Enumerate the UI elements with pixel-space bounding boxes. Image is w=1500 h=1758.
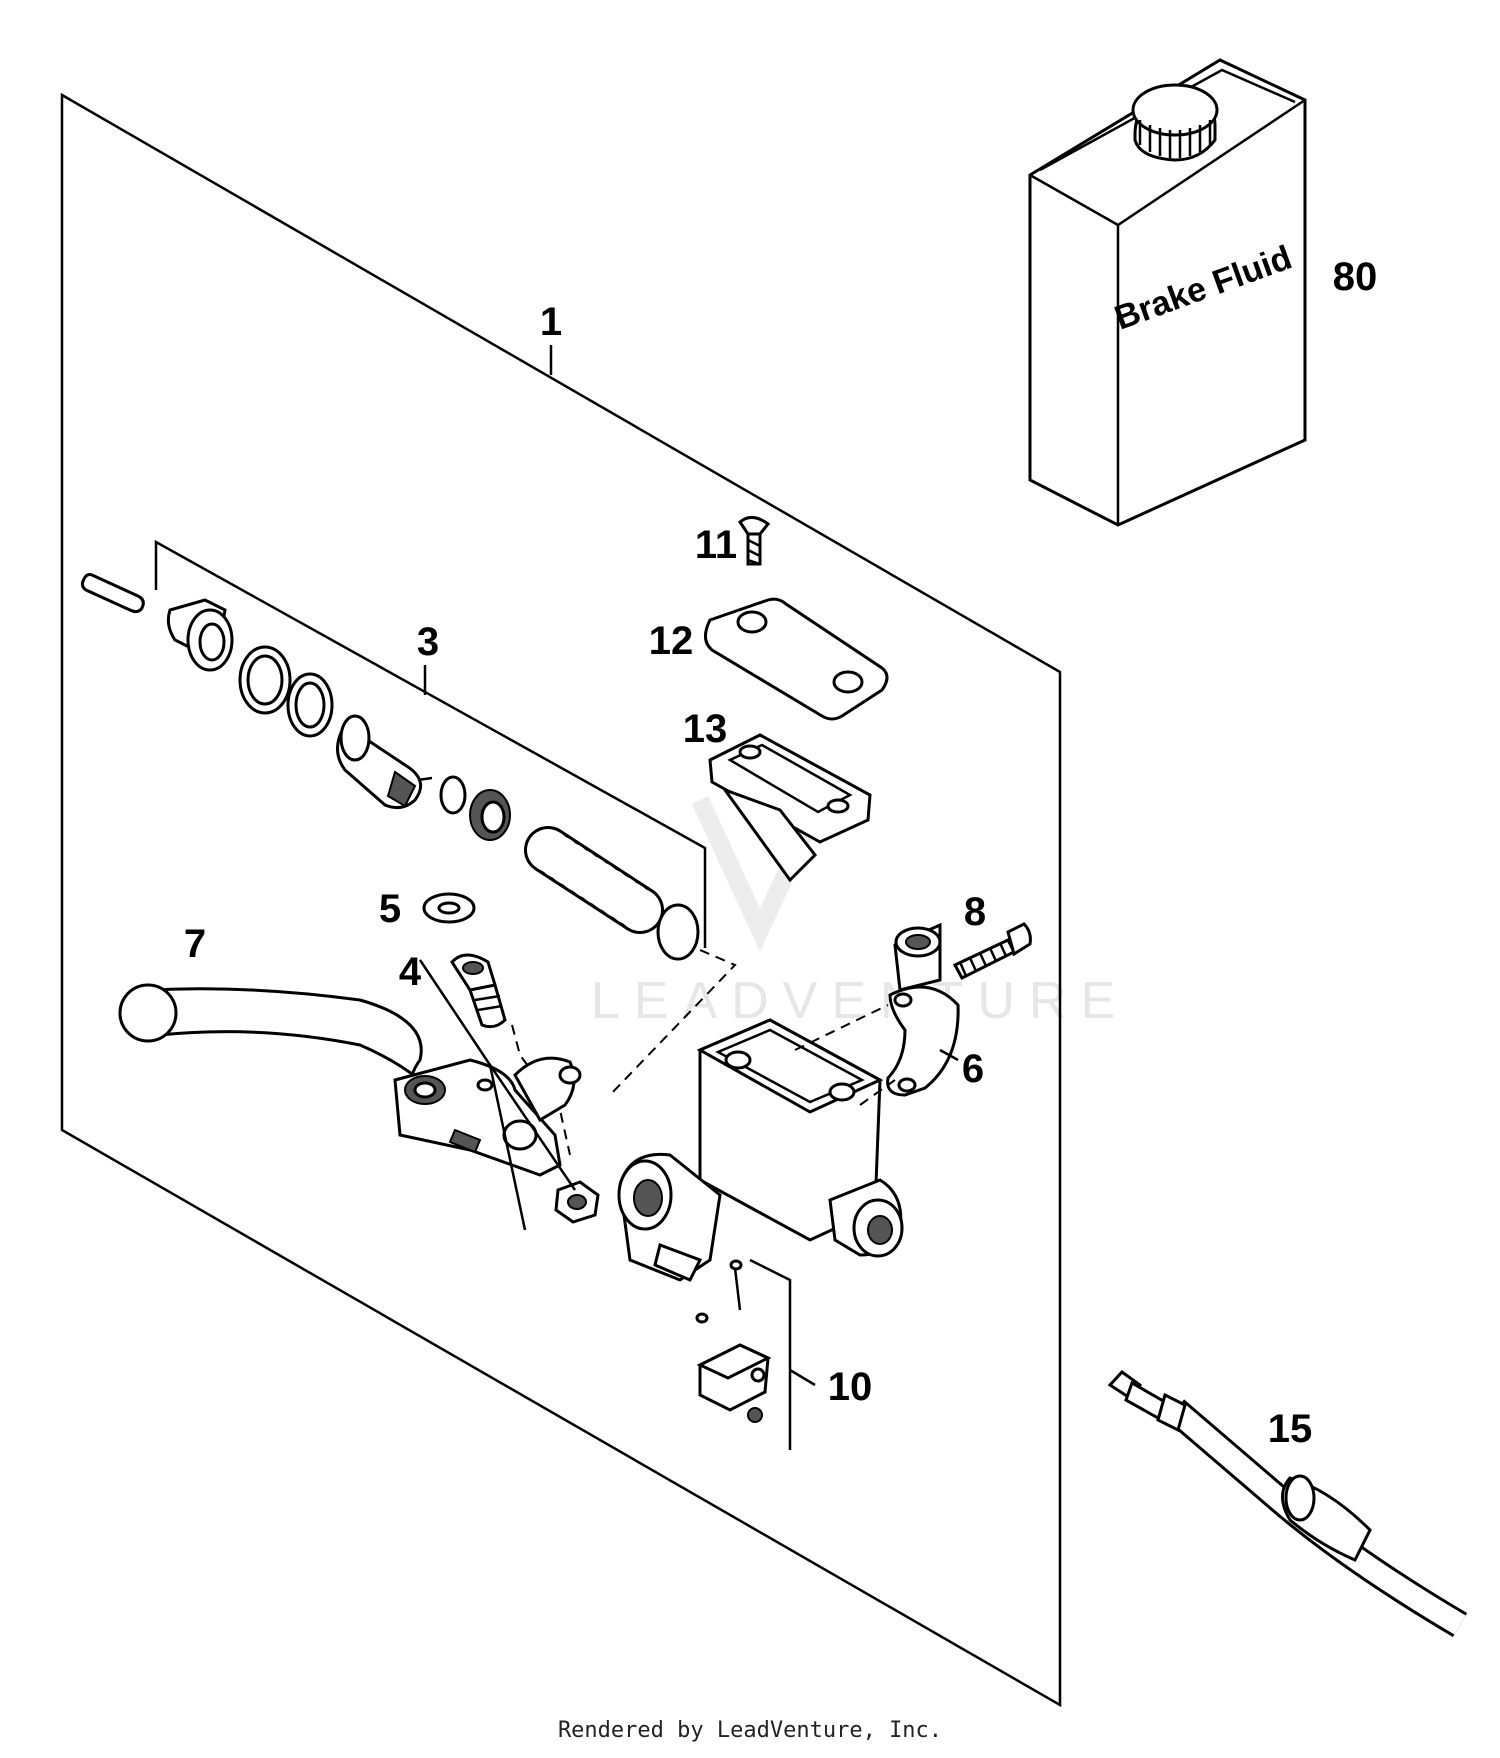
- callout-6: 6: [962, 1047, 984, 1091]
- assembly-line-piston: [609, 949, 737, 1096]
- dust-boot-part: [166, 598, 234, 672]
- callout-8: 8: [964, 890, 986, 934]
- assembly-line-lever: [511, 1024, 571, 1156]
- ring-inner: [246, 654, 284, 706]
- brake-lever-part: [118, 983, 582, 1177]
- leader-10: [789, 1368, 816, 1387]
- nut-part: [554, 1180, 600, 1224]
- callout-5: 5: [379, 887, 401, 931]
- diaphragm-part: [708, 733, 872, 883]
- piston-kit-bracket: [154, 539, 707, 948]
- callout-15: 15: [1268, 1407, 1313, 1451]
- brake-fluid-bottle: Brake Fluid: [1028, 58, 1307, 527]
- callout-7: 7: [184, 922, 206, 966]
- callout-13: 13: [683, 707, 728, 751]
- assembly-line-clamp-bottom: [859, 1079, 896, 1106]
- pin-part: [80, 573, 145, 614]
- spring-part: [524, 826, 664, 934]
- screw-11-part: [738, 516, 771, 566]
- master-cylinder-body: [617, 1018, 904, 1282]
- callout-12: 12: [649, 619, 694, 663]
- callout-3: 3: [417, 620, 439, 664]
- cup-seal-part: [469, 789, 511, 841]
- small-washer-part: [439, 775, 467, 815]
- o-ring-part: [656, 903, 700, 961]
- assembly-panel: [60, 92, 1062, 1708]
- callout-80: 80: [1333, 255, 1378, 299]
- callout-11: 11: [695, 523, 737, 567]
- handlebar-clamp-part: [886, 922, 960, 1097]
- footer-credit: Rendered by LeadVenture, Inc.: [557, 1718, 943, 1743]
- watermark-text: LEADVENTURE: [591, 972, 1129, 1030]
- reservoir-cover-part: [704, 597, 889, 721]
- brake-switch-part: [695, 1259, 772, 1423]
- bolt-8-part: [952, 922, 1032, 980]
- assembly-line-clamp-top: [794, 1004, 889, 1051]
- switch-bracket: [749, 1258, 792, 1450]
- piston-part: [336, 714, 433, 810]
- leader-6: [939, 1048, 959, 1062]
- pivot-bolt-part: [450, 953, 507, 1029]
- seal-inner: [294, 681, 326, 729]
- callout-4: 4: [399, 950, 422, 994]
- washer-5-hole: [437, 901, 461, 915]
- callout-1: 1: [540, 300, 562, 344]
- brake-hose-part: [1107, 1370, 1468, 1638]
- leader-4-nut: [488, 1064, 577, 1191]
- callout-10: 10: [828, 1365, 873, 1409]
